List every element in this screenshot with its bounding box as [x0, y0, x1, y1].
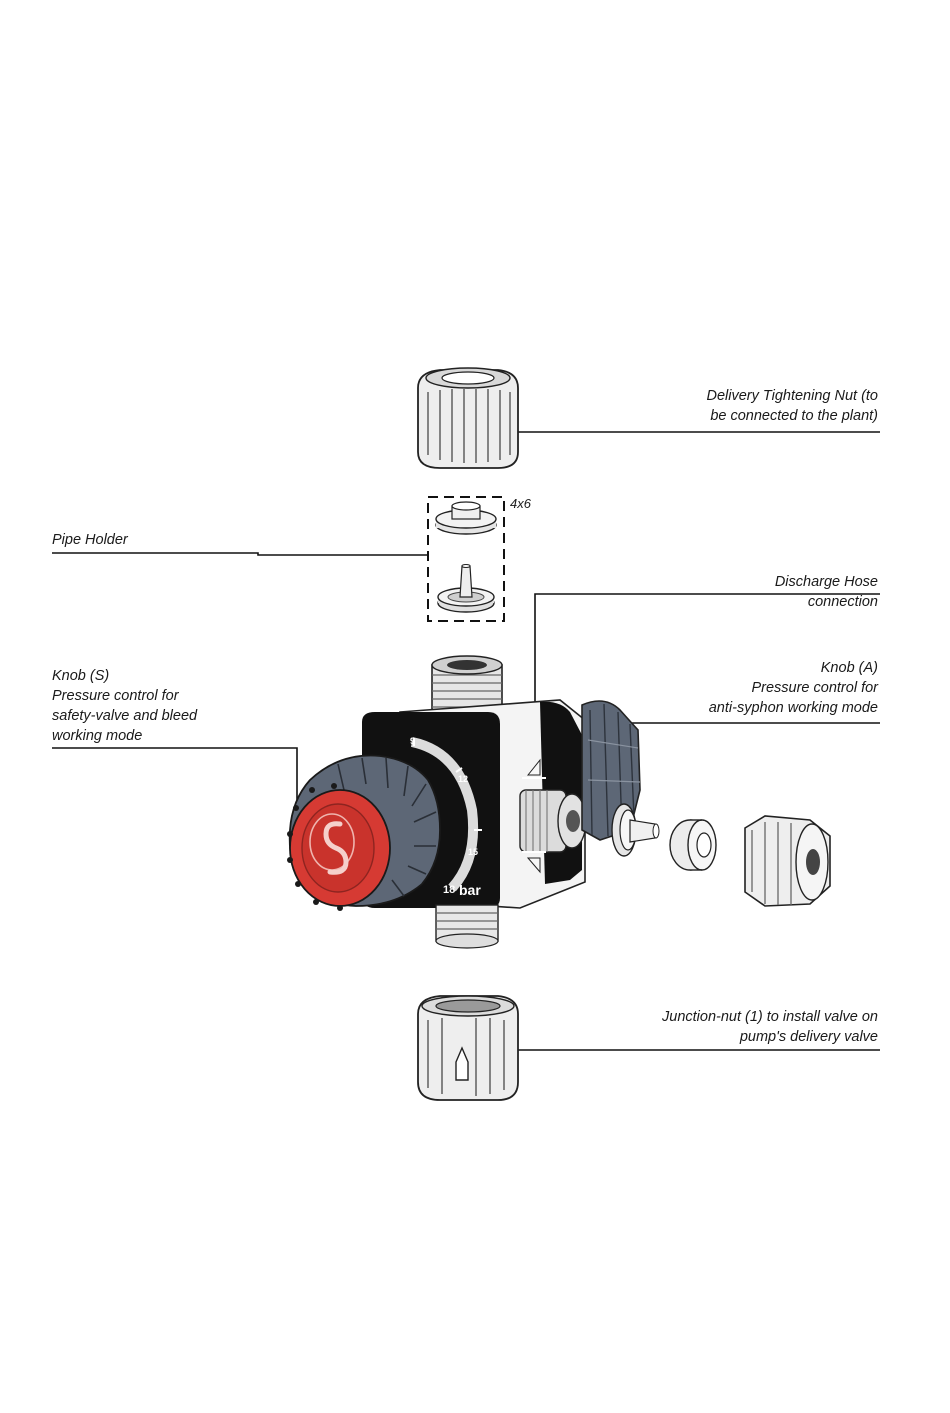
leader-knob-s	[52, 748, 297, 800]
bottom-port	[436, 905, 498, 948]
label-discharge-hose: Discharge Hose connection	[775, 572, 878, 612]
label-knob-a-line-3: anti-syphon working mode	[709, 698, 878, 718]
label-pipe-holder: Pipe Holder	[52, 530, 128, 550]
label-junction-nut-line-2: pump's delivery valve	[662, 1027, 878, 1047]
label-knob-s-line-3: safety-valve and bleed	[52, 706, 197, 726]
leader-pipe-holder	[52, 553, 428, 555]
discharge-spigot	[520, 790, 586, 852]
hose-nozzle-part	[612, 804, 659, 856]
pipe-holder-ring	[436, 502, 496, 534]
hose-cap-nut-part	[745, 816, 830, 906]
label-junction-nut-line-1: Junction-nut (1) to install valve on	[662, 1007, 878, 1027]
label-delivery-nut: Delivery Tightening Nut (to be connected…	[706, 386, 878, 426]
dial-tick-15: 15	[468, 847, 478, 857]
dial-tick-12: 12	[458, 774, 468, 784]
label-discharge-hose-line-2: connection	[775, 592, 878, 612]
label-discharge-hose-line-1: Discharge Hose	[775, 572, 878, 592]
label-knob-s-line-4: working mode	[52, 726, 197, 746]
label-delivery-nut-line-2: be connected to the plant)	[706, 406, 878, 426]
knob-s	[287, 756, 440, 912]
pipe-holder-group	[428, 497, 504, 621]
junction-nut	[418, 996, 518, 1100]
delivery-tightening-nut	[418, 368, 518, 468]
hose-ring-part	[670, 820, 716, 870]
label-knob-a-line-1: Knob (A)	[709, 658, 878, 678]
label-knob-a-line-2: Pressure control for	[709, 678, 878, 698]
label-pipe-holder-line-1: Pipe Holder	[52, 530, 128, 550]
label-knob-a: Knob (A) Pressure control for anti-sypho…	[709, 658, 878, 718]
label-delivery-nut-line-1: Delivery Tightening Nut (to	[706, 386, 878, 406]
label-junction-nut: Junction-nut (1) to install valve on pum…	[662, 1007, 878, 1047]
label-pipe-holder-qty: 4x6	[510, 494, 531, 514]
label-knob-s-line-1: Knob (S)	[52, 666, 197, 686]
dial-tick-18: 18	[443, 884, 455, 896]
pipe-holder-nozzle	[438, 565, 494, 613]
dial-unit: bar	[459, 882, 481, 898]
dial-tick-9: 9	[410, 736, 415, 746]
label-knob-s: Knob (S) Pressure control for safety-val…	[52, 666, 197, 746]
label-knob-s-line-2: Pressure control for	[52, 686, 197, 706]
